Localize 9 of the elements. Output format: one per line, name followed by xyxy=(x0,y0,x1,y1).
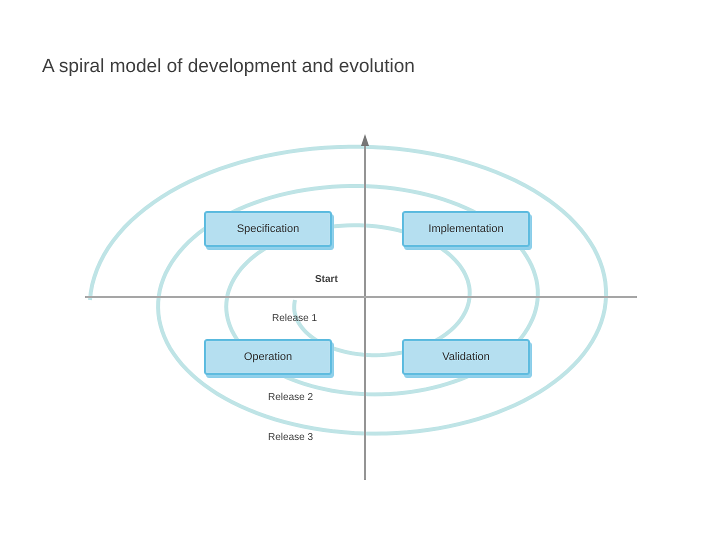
release-label: Release 2 xyxy=(268,392,314,403)
stage-box: Operation xyxy=(204,339,332,375)
release-label: Release 3 xyxy=(268,432,314,443)
start-label: Start xyxy=(315,274,338,285)
stage-box: Specification xyxy=(204,211,332,247)
stage-box: Implementation xyxy=(402,211,530,247)
stage-box: Validation xyxy=(402,339,530,375)
release-label: Release 1 xyxy=(272,313,318,324)
title: A spiral model of development and evolution xyxy=(42,56,415,78)
